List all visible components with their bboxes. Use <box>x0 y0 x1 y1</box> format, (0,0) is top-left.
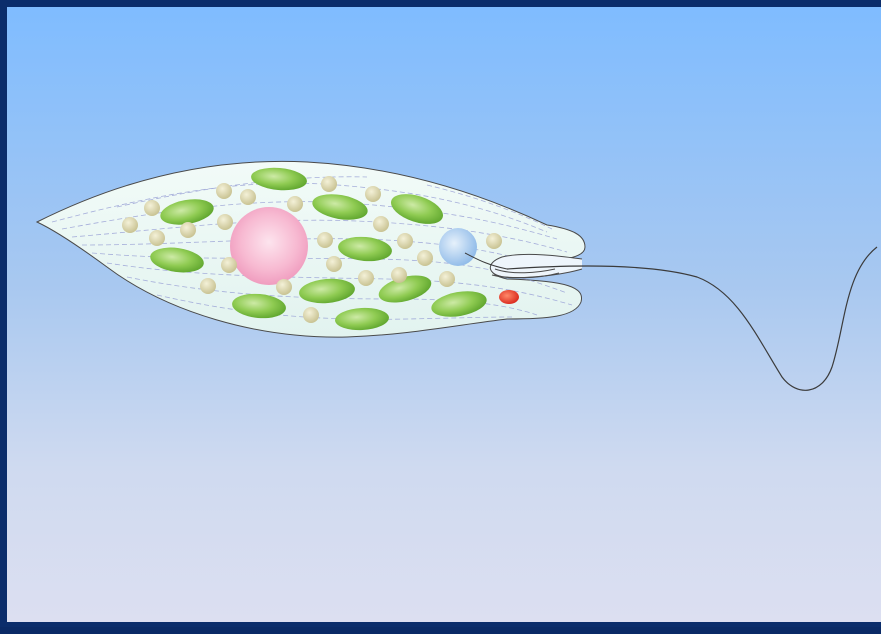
contractile-vacuole <box>439 228 477 266</box>
granule <box>317 232 333 248</box>
euglena-illustration <box>7 7 881 634</box>
granule <box>417 250 433 266</box>
granule <box>144 200 160 216</box>
granule <box>276 279 292 295</box>
granule <box>391 267 407 283</box>
granule <box>397 233 413 249</box>
granule <box>240 189 256 205</box>
granule <box>200 278 216 294</box>
granule <box>358 270 374 286</box>
granule <box>216 183 232 199</box>
granule <box>303 307 319 323</box>
granule <box>365 186 381 202</box>
granule <box>149 230 165 246</box>
granule <box>122 217 138 233</box>
granule <box>486 233 502 249</box>
granule <box>287 196 303 212</box>
granule <box>221 257 237 273</box>
eyespot <box>499 290 519 304</box>
granule <box>326 256 342 272</box>
granule <box>180 222 196 238</box>
granule <box>439 271 455 287</box>
nucleus <box>230 207 308 285</box>
granule <box>373 216 389 232</box>
granule <box>217 214 233 230</box>
granule <box>321 176 337 192</box>
